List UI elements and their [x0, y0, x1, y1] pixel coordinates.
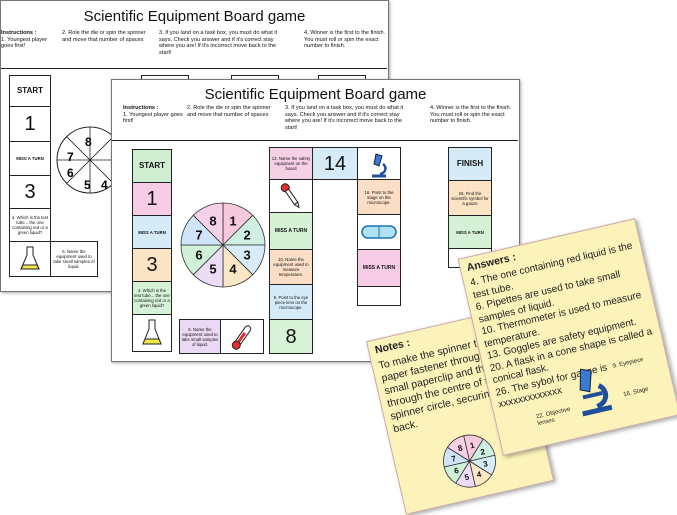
- front-miss-turn-3: MISS A TURN: [357, 249, 401, 287]
- front-square-3: 3: [132, 248, 172, 282]
- back-square-3: 3: [9, 175, 51, 209]
- front-board-sheet: Scientific Equipment Board game Instruct…: [111, 79, 520, 362]
- back-instruction-1: Instructions : 1. Youngest player goes f…: [1, 30, 53, 50]
- front-microscope-square: [357, 147, 401, 180]
- spinner-number: 8: [457, 443, 464, 453]
- front-task-6: 6. Name the equipment used to take small…: [179, 319, 221, 354]
- front-task-26: 26. Find the scientific symbol for a gau…: [448, 180, 492, 216]
- notes-card: Notes : To make the spinner thread a pap…: [365, 307, 555, 515]
- back-instruction-3: 3. If you land on a task box, you must d…: [159, 30, 278, 56]
- back-spinner-7: 7: [67, 150, 74, 164]
- spinner-segment: [446, 435, 471, 462]
- front-board-frame: [112, 140, 518, 361]
- front-flask-square: [132, 314, 172, 352]
- back-spinner-4: 4: [101, 178, 108, 192]
- back-miss-turn: MISS A TURN: [9, 141, 51, 176]
- spinner-number: 5: [209, 262, 216, 277]
- back-square-1: 1: [9, 106, 51, 142]
- front-miss-turn-2: MISS A TURN: [269, 212, 313, 250]
- back-board-title: Scientific Equipment Board game: [83, 8, 306, 25]
- front-sq-partial: [357, 286, 401, 306]
- front-instruction-1: Instructions : 1. Youngest player goes f…: [123, 105, 183, 125]
- pipette-icon: [280, 183, 300, 209]
- back-board-frame: [1, 68, 387, 291]
- back-task-4: 4. Which is the test tube... the one con…: [9, 208, 51, 242]
- back-spinner: [56, 126, 124, 194]
- label-objective: 22. Objective lenses: [535, 406, 572, 428]
- spinner-number: 1: [229, 213, 236, 228]
- conical-flask-icon: [142, 319, 162, 345]
- front-square-14: 14: [312, 147, 358, 180]
- back-instruction-1-text: 1. Youngest player goes first!: [1, 36, 48, 50]
- microscope-icon: [372, 152, 387, 177]
- front-square-1: 1: [132, 182, 172, 216]
- front-instruction-4: 4. Winner is the first to the finish. Yo…: [430, 105, 512, 125]
- spinner-number: 8: [209, 213, 216, 228]
- spinner-segment: [192, 202, 224, 246]
- conical-flask-icon: [20, 246, 40, 270]
- front-task-10: 10. Name the equipment used to measure t…: [269, 249, 313, 285]
- spinner-number: 5: [464, 472, 471, 482]
- front-square-8: 8: [269, 319, 313, 354]
- spinner-number: 3: [243, 248, 250, 263]
- front-board-title: Scientific Equipment Board game: [204, 86, 427, 103]
- back-start-square: START: [9, 75, 51, 107]
- front-miss-turn-4: MISS A TURN: [448, 215, 492, 249]
- spinner-number: 4: [476, 470, 483, 480]
- front-goggles-square: [357, 214, 401, 250]
- back-instructions-heading: Instructions :: [1, 30, 37, 36]
- back-spinner-8: 8: [85, 135, 92, 149]
- front-finish-square: FINISH: [448, 147, 492, 181]
- spinner-number: 1: [469, 441, 476, 451]
- spinner-number: 7: [195, 228, 202, 243]
- back-instruction-2: 2. Role the die or spin the spinner and …: [62, 30, 146, 43]
- back-spinner-5: 5: [84, 178, 91, 192]
- front-miss-turn-1: MISS A TURN: [132, 215, 172, 249]
- front-pipette-square: [269, 179, 313, 213]
- back-task-6: 6. Name the equipment used to take small…: [50, 241, 98, 277]
- label-stage: 16. Stage: [622, 386, 650, 399]
- front-start-square: START: [132, 149, 172, 183]
- spinner-number: 2: [480, 447, 487, 457]
- front-task-9: 9. Point to the eye piece lens on the mi…: [269, 284, 313, 320]
- goggles-icon: [361, 225, 397, 239]
- spinner-number: 2: [243, 228, 250, 243]
- back-spinner-6: 6: [67, 166, 74, 180]
- spinner-number: 6: [195, 248, 202, 263]
- microscope-icon: [579, 368, 613, 417]
- front-instruction-2: 2. Role the die or spin the spinner and …: [187, 105, 271, 118]
- spinner-number: 6: [453, 466, 460, 476]
- back-instruction-4: 4. Winner is the first to the finish. Yo…: [304, 30, 386, 50]
- spinner-number: 4: [229, 262, 237, 277]
- spinner-number: 3: [482, 459, 489, 469]
- front-task-16: 16. Point to the stage on the microscope…: [357, 179, 401, 215]
- spinner-number: 7: [451, 454, 458, 464]
- front-instruction-1-text: 1. Youngest player goes first!: [123, 111, 183, 125]
- front-instruction-3: 3. If you land on a task box, you must d…: [285, 105, 404, 131]
- front-task-4: 4. Which is the test tube... the one con…: [132, 281, 172, 315]
- front-task-13: 13. Name the safety equipment on the boa…: [269, 147, 313, 180]
- back-flask-square: [9, 241, 51, 277]
- front-thermometer-square: [220, 319, 264, 354]
- front-instructions-heading: Instructions :: [123, 105, 159, 111]
- thermometer-icon: [231, 324, 252, 350]
- answers-card: Answers : 4. The one containing red liqu…: [457, 218, 677, 456]
